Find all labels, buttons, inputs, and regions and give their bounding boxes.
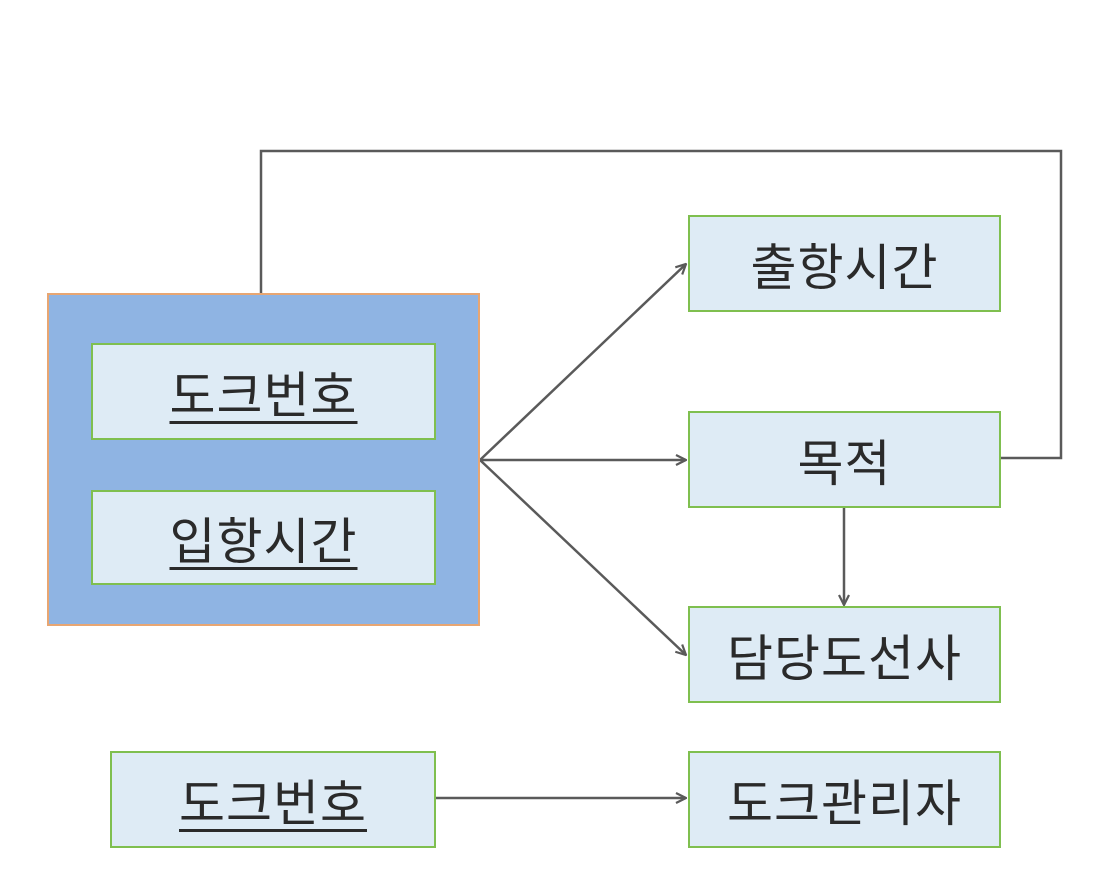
arrow-purpose-to-dock-number xyxy=(261,149,1063,460)
dock-number-label: 도크번호 xyxy=(169,366,358,425)
dock-number-key-box: 도크번호 xyxy=(91,343,436,440)
departure-time-box: 출항시간 xyxy=(688,215,1001,312)
pilot-box: 담당도선사 xyxy=(688,606,1001,703)
purpose-label: 목적 xyxy=(797,434,892,493)
dock-manager-label: 도크관리자 xyxy=(727,774,962,833)
departure-time-label: 출항시간 xyxy=(750,238,939,297)
dock-number-second-label: 도크번호 xyxy=(179,774,367,833)
purpose-box: 목적 xyxy=(688,411,1001,508)
arrow-to-pilot xyxy=(479,459,686,655)
arrow-to-departure-time xyxy=(479,264,686,461)
pilot-label: 담당도선사 xyxy=(727,629,962,688)
arrival-time-key-box: 입항시간 xyxy=(91,490,436,585)
dock-number-box-second: 도크번호 xyxy=(110,751,436,848)
dock-manager-box: 도크관리자 xyxy=(688,751,1001,848)
arrival-time-label: 입항시간 xyxy=(169,512,358,571)
